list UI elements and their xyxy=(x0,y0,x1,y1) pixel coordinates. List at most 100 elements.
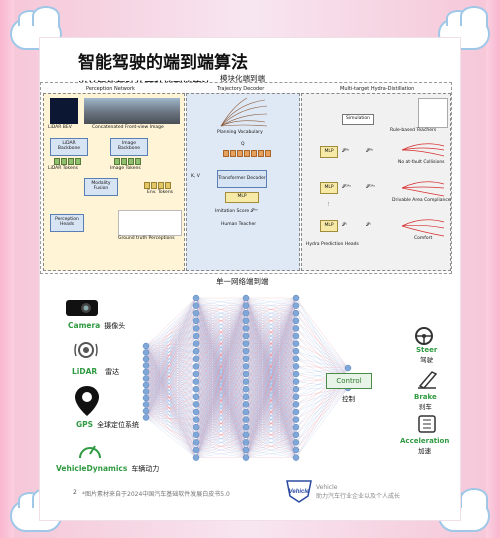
network-edge xyxy=(145,351,197,386)
trajectory-decoder-title: Trajectory Decoder xyxy=(217,86,265,92)
network-edge xyxy=(245,434,297,458)
brand-slogan: 助力汽车行业企业以及个人成长 xyxy=(316,493,401,500)
source-note: *图片素材来自于2024中国汽车基础软件发展白皮书5.0 xyxy=(82,491,230,498)
ground-truth-label: Ground truth Perceptions xyxy=(118,236,175,241)
network-edge xyxy=(245,297,297,359)
network-neuron xyxy=(192,408,200,416)
network-edge xyxy=(145,417,197,458)
network-neuron xyxy=(192,302,200,309)
network-neuron xyxy=(242,423,250,431)
network-neuron xyxy=(344,364,352,372)
network-edge xyxy=(295,387,349,435)
network-neuron xyxy=(242,393,250,401)
network-edge xyxy=(145,373,197,405)
network-edge xyxy=(145,417,197,443)
query-token-strip xyxy=(223,150,271,157)
network-edge xyxy=(195,396,247,458)
vehicle-logo: Vehicle xyxy=(286,480,312,503)
network-edge xyxy=(145,404,197,435)
network-edge xyxy=(195,297,247,435)
network-neuron xyxy=(242,408,250,416)
network-edge xyxy=(245,297,297,321)
network-neuron xyxy=(192,393,200,401)
network-edge xyxy=(145,381,197,386)
network-edge xyxy=(145,373,197,392)
network-edge xyxy=(145,305,197,418)
network-edge xyxy=(195,389,247,458)
network-edge xyxy=(145,320,197,392)
network-edge xyxy=(145,410,197,435)
network-edge xyxy=(295,305,349,379)
network-neuron xyxy=(292,423,300,431)
output-en-label: Acceleration xyxy=(400,437,450,445)
network-neuron xyxy=(242,302,250,309)
network-edge xyxy=(145,410,197,451)
network-edge xyxy=(145,297,197,386)
network-edge xyxy=(295,335,349,369)
network-edge xyxy=(245,297,297,375)
perception-network-panel: Perception Network LiDAR BEV Concatenate… xyxy=(43,86,185,271)
network-neuron xyxy=(292,416,300,423)
network-neuron xyxy=(192,294,200,302)
network-neuron xyxy=(142,381,150,389)
network-edge xyxy=(295,320,349,369)
network-edge xyxy=(195,297,247,413)
network-neuron xyxy=(242,454,250,461)
network-edge xyxy=(145,313,197,386)
network-edge xyxy=(145,366,197,412)
network-edge xyxy=(145,381,197,405)
lidar-tokens-label: LiDAR Tokens xyxy=(48,166,78,171)
network-edge xyxy=(295,367,349,382)
network-neuron xyxy=(292,446,300,454)
network-edge xyxy=(145,373,197,399)
network-neuron xyxy=(242,370,250,378)
network-edge xyxy=(195,297,247,420)
control-cn-label: 控制 xyxy=(342,395,355,403)
network-neuron xyxy=(292,385,300,393)
lidar-bev-label: LiDAR BEV xyxy=(48,125,72,130)
network-edge xyxy=(145,381,197,412)
network-edge xyxy=(245,297,297,352)
network-edge xyxy=(145,358,197,399)
network-edge xyxy=(145,366,197,405)
input-cn-label: 全球定位系统 xyxy=(97,421,140,429)
network-edge xyxy=(245,389,297,458)
hydra-trajectory-images xyxy=(401,143,445,237)
image-token-strip xyxy=(114,158,141,165)
network-edge xyxy=(145,404,197,451)
network-neuron xyxy=(192,454,200,461)
network-edge xyxy=(195,297,247,314)
network-edge xyxy=(195,427,247,458)
network-edge xyxy=(145,313,197,392)
network-neuron xyxy=(292,340,300,347)
network-edge xyxy=(145,366,197,386)
network-edge xyxy=(245,297,297,329)
network-edge xyxy=(145,366,197,399)
network-edge xyxy=(245,396,297,458)
network-neuron xyxy=(192,423,200,431)
network-neuron xyxy=(142,355,150,363)
network-edge xyxy=(145,351,197,399)
network-edge xyxy=(145,389,197,405)
network-neuron xyxy=(292,363,300,370)
input-en-label: VehicleDynamics xyxy=(56,464,128,473)
camera-icon xyxy=(66,300,98,316)
rule-teachers-label: Rule-based Teachers xyxy=(390,128,437,133)
network-neuron xyxy=(192,355,200,363)
page-title: 智能驾驶的端到端算法 xyxy=(78,53,248,73)
network-edge xyxy=(195,297,247,443)
network-edge xyxy=(195,320,247,458)
network-edge xyxy=(245,313,297,458)
network-edge xyxy=(195,297,247,390)
network-edge xyxy=(295,343,349,369)
network-edge xyxy=(195,381,247,458)
front-view-label: Concatenated Front-view Image xyxy=(92,125,164,130)
network-neuron xyxy=(292,401,300,408)
network-neuron xyxy=(292,302,300,309)
network-edge xyxy=(145,389,197,399)
network-edge xyxy=(245,373,297,458)
network-edge xyxy=(295,377,349,451)
network-edge xyxy=(145,404,197,458)
drivable-area-label: Drivable Area Compliance xyxy=(392,198,451,203)
network-edge xyxy=(295,313,349,379)
